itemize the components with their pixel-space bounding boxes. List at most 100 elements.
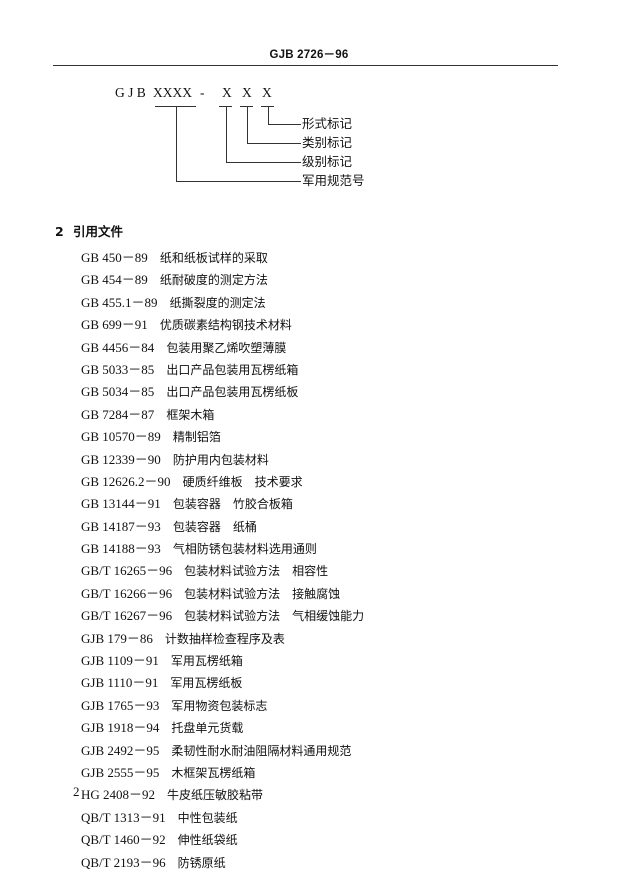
- x2-underline: [240, 106, 253, 107]
- ref-code: HG 2408－92: [81, 787, 156, 803]
- ref-code: GJB 1109－91: [81, 653, 159, 669]
- list-item: GJB 2492－95 柔韧性耐水耐油阻隔材料通用规范: [81, 743, 364, 765]
- ref-title: 伸性纸袋纸: [177, 833, 238, 848]
- serial-connector: [176, 181, 301, 182]
- ref-code: QB/T 1313－91: [81, 809, 166, 825]
- code-x1: X: [222, 85, 232, 100]
- ref-code: QB/T 1460－92: [81, 832, 166, 848]
- ref-code: GB 7284－87: [81, 406, 155, 422]
- ref-title: 包装材料试验方法 气相缓蚀能力: [184, 609, 365, 624]
- list-item: GB 12626.2－90 硬质纤维板 技术要求: [81, 474, 364, 496]
- ref-title: 牛皮纸压敏胶粘带: [167, 788, 264, 803]
- ref-code: GB 14187－93: [81, 518, 161, 534]
- ref-title: 硬质纤维板 技术要求: [182, 474, 303, 489]
- ref-title: 防锈原纸: [177, 855, 226, 870]
- ref-title: 出口产品包装用瓦楞纸箱: [166, 362, 299, 377]
- ref-code: GB 12339－90: [81, 451, 161, 467]
- x1-underline: [219, 106, 232, 107]
- code-serial: XXXX: [153, 85, 192, 100]
- ref-title: 出口产品包装用瓦楞纸板: [166, 385, 299, 400]
- list-item: GB 4456－84 包装用聚乙烯吹塑薄膜: [81, 340, 364, 362]
- label-military-spec-number: 军用规范号: [302, 173, 365, 188]
- ref-title: 包装容器 竹胶合板箱: [172, 497, 293, 512]
- code-x3: X: [262, 85, 272, 100]
- label-category-mark: 类别标记: [302, 135, 353, 150]
- x1-leader: [226, 106, 227, 162]
- ref-code: GJB 2555－95: [81, 764, 160, 780]
- ref-code: GJB 1765－93: [81, 697, 160, 713]
- ref-code: GB 14188－93: [81, 541, 161, 557]
- ref-code: GB 450－89: [81, 250, 148, 265]
- ref-title: 纸撕裂度的测定法: [169, 295, 266, 310]
- ref-code: GB 13144－91: [81, 496, 161, 512]
- ref-code: GB 12626.2－90: [81, 473, 171, 489]
- ref-code: GJB 1918－94: [81, 720, 160, 736]
- ref-code: GJB 179－86: [81, 630, 153, 646]
- ref-title: 防护用内包装材料: [172, 452, 269, 467]
- ref-title: 军用瓦楞纸箱: [170, 654, 243, 669]
- ref-title: 纸和纸板试样的采取: [159, 251, 268, 265]
- ref-title: 包装材料试验方法 接触腐蚀: [184, 586, 341, 601]
- list-item: QB/T 1460－92 伸性纸袋纸: [81, 832, 364, 854]
- ref-title: 框架木箱: [166, 407, 215, 422]
- ref-code: GJB 1110－91: [81, 675, 159, 691]
- list-item: QB/T 2193－96 防锈原纸: [81, 855, 364, 877]
- serial-leader: [176, 106, 177, 181]
- ref-code: QB/T 2193－96: [81, 854, 166, 870]
- list-item: GB 12339－90 防护用内包装材料: [81, 452, 364, 474]
- x2-connector: [247, 143, 301, 144]
- ref-title: 包装容器 纸桶: [172, 519, 257, 534]
- label-form-mark: 形式标记: [302, 116, 353, 131]
- ref-title: 精制铝箔: [172, 430, 221, 445]
- ref-title: 军用物资包装标志: [171, 698, 268, 713]
- ref-code: GB 4456－84: [81, 339, 155, 355]
- ref-title: 气相防锈包装材料选用通则: [172, 542, 317, 557]
- list-item: GB 10570－89 精制铝箔: [81, 429, 364, 451]
- x2-leader: [247, 106, 248, 143]
- ref-title: 木框架瓦楞纸箱: [171, 765, 256, 780]
- x3-underline: [261, 106, 274, 107]
- list-item: QB/T 1313－91 中性包装纸: [81, 810, 364, 832]
- ref-title: 中性包装纸: [177, 810, 238, 825]
- ref-title: 柔韧性耐水耐油阻隔材料通用规范: [171, 743, 352, 758]
- list-item: GJB 1918－94 托盘单元货载: [81, 720, 364, 742]
- code-x2: X: [242, 85, 252, 100]
- list-item: GB 13144－91 包装容器 竹胶合板箱: [81, 496, 364, 518]
- ref-code: GB 10570－89: [81, 429, 161, 445]
- x1-connector: [226, 162, 301, 163]
- ref-code: GB 454－89: [81, 272, 148, 288]
- standard-number-header: GJB 2726－96: [269, 49, 349, 61]
- ref-title: 纸耐破度的测定方法: [159, 273, 268, 288]
- ref-code: GB 5033－85: [81, 361, 155, 377]
- code-prefix: G J B: [115, 85, 146, 100]
- ref-code: GJB 2492－95: [81, 742, 160, 758]
- x3-connector: [268, 124, 301, 125]
- list-item: GB 450－89 纸和纸板试样的采取: [81, 250, 364, 272]
- list-item: GB 14187－93 包装容器 纸桶: [81, 519, 364, 541]
- x3-leader: [268, 106, 269, 124]
- list-item: HG 2408－92 牛皮纸压敏胶粘带: [81, 787, 364, 809]
- list-item: GB/T 16265－96 包装材料试验方法 相容性: [81, 563, 364, 585]
- label-grade-mark: 级别标记: [302, 154, 353, 169]
- ref-title: 包装材料试验方法 相容性: [184, 564, 329, 579]
- list-item: GJB 179－86 计数抽样检查程序及表: [81, 631, 364, 653]
- section-number: 2: [55, 224, 64, 239]
- ref-title: 包装用聚乙烯吹塑薄膜: [166, 340, 287, 355]
- ref-title: 优质碳素结构钢技术材料: [159, 318, 292, 333]
- referenced-documents-list: GB 450－89 纸和纸板试样的采取 GB 454－89 纸耐破度的测定方法 GB…: [81, 250, 364, 877]
- page-number: 2: [73, 784, 80, 799]
- code-dash: -: [200, 85, 205, 100]
- ref-title: 计数抽样检查程序及表: [164, 631, 285, 646]
- ref-title: 托盘单元货载: [171, 721, 244, 736]
- ref-code: GB/T 16267－96: [81, 608, 173, 624]
- list-item: GB 7284－87 框架木箱: [81, 407, 364, 429]
- list-item: GJB 1765－93 军用物资包装标志: [81, 698, 364, 720]
- ref-code: GB/T 16265－96: [81, 563, 173, 579]
- list-item: GB 454－89 纸耐破度的测定方法: [81, 272, 364, 294]
- serial-underline: [155, 106, 196, 107]
